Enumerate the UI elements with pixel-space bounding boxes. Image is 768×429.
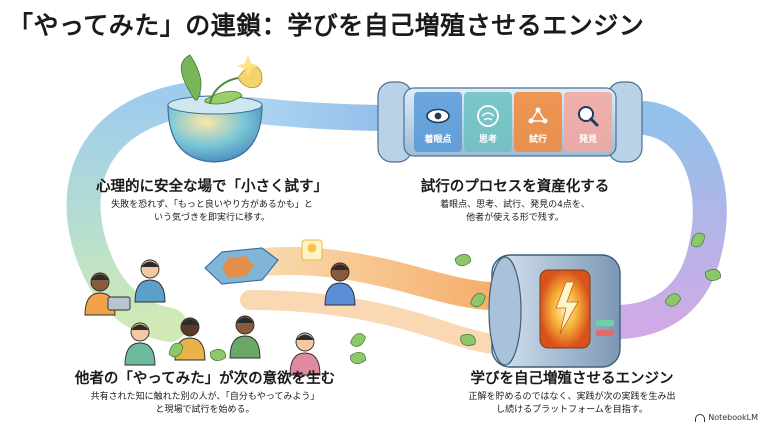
- section-heading: 学びを自己増殖させるエンジン: [470, 371, 674, 387]
- engine-illustration: [488, 254, 621, 368]
- leaf-icon: [460, 334, 476, 346]
- capsule-segment-label: 発見: [578, 133, 597, 145]
- section-body-line: いう気づきを即実行に移す。: [153, 213, 271, 223]
- leaf-icon: [180, 54, 202, 101]
- capsule-segment-label: 試行: [529, 133, 547, 145]
- section-body-line: 正解を貯めるのではなく、実践が次の実践を生み出: [468, 392, 676, 402]
- capsule-segment-label: 思考: [479, 133, 497, 145]
- section-bottom-right: 学びを自己増殖させるエンジン 正解を貯めるのではなく、実践が次の実践を生み出 し…: [452, 370, 692, 417]
- engine-front-rim: [488, 256, 522, 366]
- section-body: 失敗を恐れず、「もっと良いやり方があるかも」と いう気づきを即実行に移す。: [92, 199, 332, 225]
- flow-ribbon-top: [237, 97, 408, 131]
- section-body-line: と現場で試行を始める。: [155, 405, 255, 415]
- section-top-left: 心理的に安全な場で「小さく試す」 失敗を恐れず、「もっと良いやり方があるかも」と…: [92, 178, 332, 225]
- engine-gauge: [596, 320, 614, 326]
- person-icon: [324, 262, 356, 306]
- flow-ribbon-right: [603, 101, 727, 339]
- brain-icon: [477, 105, 499, 127]
- notebooklm-badge: NotebookLM: [695, 413, 758, 422]
- section-body-line: し続けるプラットフォームを目指す。: [496, 405, 648, 415]
- section-body-line: 他者が使える形で残す。: [466, 213, 564, 223]
- leaf-icon: [691, 232, 705, 248]
- leaf-icon: [210, 349, 226, 361]
- section-body-line: 着眼点、思考、試行、発見の4点を、: [440, 200, 590, 210]
- section-body: 正解を貯めるのではなく、実践が次の実践を生み出 し続けるプラットフォームを目指す…: [452, 391, 692, 417]
- capsule-segment: [464, 92, 512, 152]
- leaf-icon: [349, 352, 367, 364]
- person-icon: [134, 259, 166, 303]
- section-heading: 心理的に安全な場で「小さく試す」: [96, 179, 328, 195]
- leaf-icon: [470, 293, 486, 307]
- process-capsule: 着眼点 思考 試行 発見: [377, 81, 643, 163]
- floating-leaves: [168, 232, 721, 364]
- person-icon: [124, 322, 156, 366]
- notebooklm-logo-icon: [695, 413, 706, 422]
- sprout-stem: [209, 77, 239, 105]
- hex-inner-icon: [222, 256, 254, 278]
- hex-connector-illustration: [204, 239, 323, 285]
- engine-gauge-2: [596, 330, 614, 336]
- flow-ribbon-mid-lower: [240, 290, 515, 355]
- section-heading: 試行のプロセスを資産化する: [420, 179, 610, 195]
- person-icon: [229, 315, 261, 359]
- bowl-icon: [167, 104, 263, 163]
- person-icon: [84, 272, 116, 316]
- person-icon: [289, 332, 321, 376]
- sprout-bowl-illustration: [167, 54, 263, 163]
- leaf-icon: [454, 253, 472, 267]
- network-icon: [528, 107, 548, 124]
- leaf-icon: [350, 333, 366, 347]
- eye-icon: [426, 108, 450, 124]
- magnifier-icon: [578, 106, 599, 127]
- leaf-icon-small: [204, 90, 243, 105]
- leaf-icon: [168, 342, 184, 358]
- brand-label: NotebookLM: [708, 413, 758, 422]
- lightbulb-bulb: [307, 243, 317, 253]
- section-top-right: 試行のプロセスを資産化する 着眼点、思考、試行、発見の4点を、 他者が使える形で…: [420, 178, 610, 225]
- section-bottom-left: 他者の「やってみた」が次の意欲を生む 共有された知に触れた別の人が、「自分もやっ…: [60, 370, 350, 417]
- spark-icon: [237, 55, 259, 77]
- capsule-segment-label: 着眼点: [423, 133, 451, 145]
- flow-ribbons: [66, 83, 727, 355]
- lightning-icon: [555, 281, 579, 335]
- section-body-line: 失敗を恐れず、「もっと良いやり方があるかも」と: [111, 200, 313, 210]
- leaf-icon: [664, 293, 682, 307]
- laptop-icon: [107, 296, 131, 311]
- engine-core-window: [539, 269, 591, 349]
- section-body: 着眼点、思考、試行、発見の4点を、 他者が使える形で残す。: [420, 199, 610, 225]
- leaf-icon: [705, 269, 721, 281]
- flow-ribbon-left: [66, 83, 202, 342]
- page-title: 「やってみた」の連鎖：学びを自己増殖させるエンジン: [8, 11, 645, 40]
- section-body-line: 共有された知に触れた別の人が、「自分もやってみよう」: [90, 392, 320, 402]
- capsule-segment: [564, 92, 612, 152]
- section-heading: 他者の「やってみた」が次の意欲を生む: [74, 371, 336, 387]
- capsule-segment: [514, 92, 562, 152]
- flow-ribbon-mid: [226, 247, 504, 310]
- section-body: 共有された知に触れた別の人が、「自分もやってみよう」 と現場で試行を始める。: [60, 391, 350, 417]
